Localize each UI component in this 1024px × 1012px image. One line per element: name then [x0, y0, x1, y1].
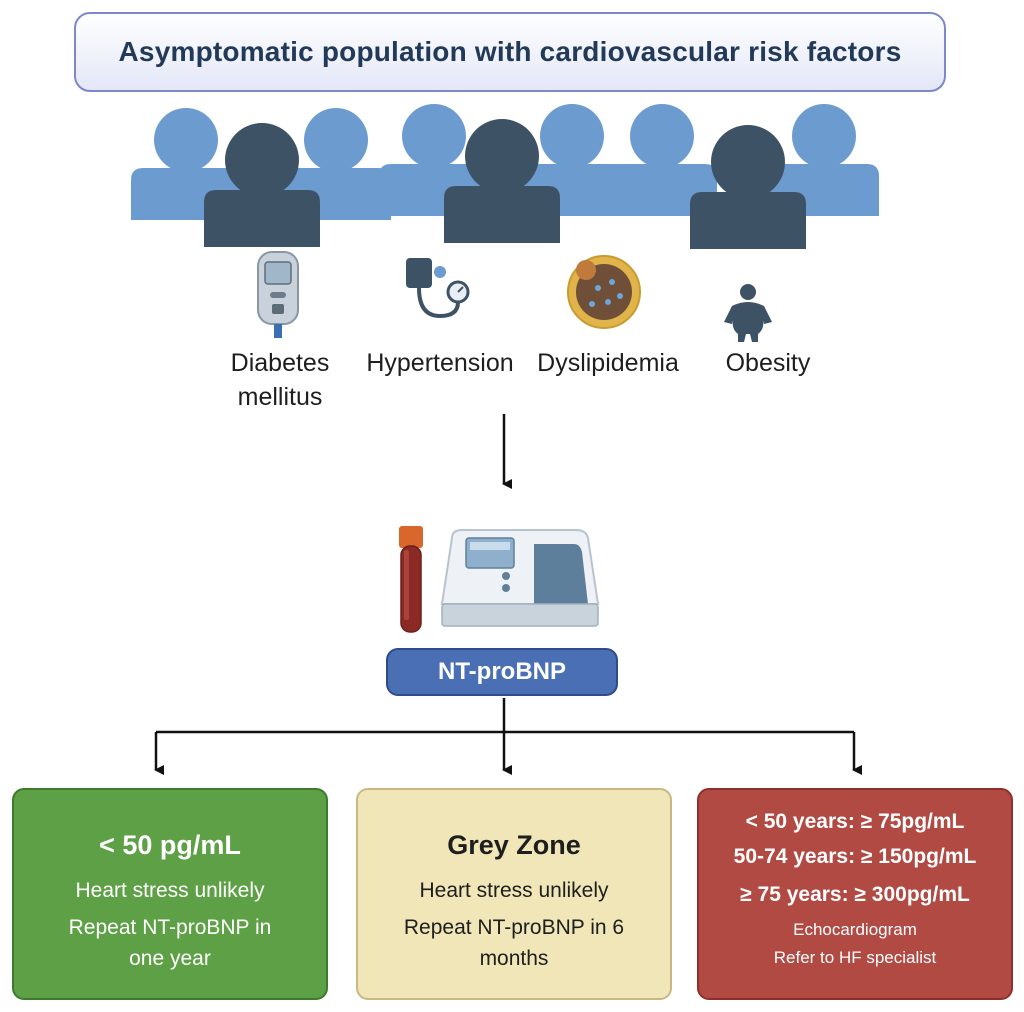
outcome-box-low: < 50 pg/mL Heart stress unlikely Repeat …	[12, 788, 328, 1000]
lipoprotein-particle-icon	[567, 255, 641, 329]
outcome-box-high: < 50 years: ≥ 75pg/mL 50-74 years: ≥ 150…	[697, 788, 1013, 1000]
diagram-title: Asymptomatic population with cardiovascu…	[118, 36, 902, 67]
risk-label-diabetes-line1: Diabetes	[230, 349, 330, 377]
analyzer-machine-icon	[440, 529, 600, 627]
outcome-box-grey: Grey Zone Heart stress unlikely Repeat N…	[356, 788, 672, 1000]
outcome-grey-line3: months	[479, 947, 549, 970]
obese-person-icon	[724, 284, 772, 342]
blood-tube-icon	[399, 526, 423, 633]
outcome-high-action2: Refer to HF specialist	[773, 948, 937, 967]
risk-label-diabetes-line2: mellitus	[237, 383, 323, 411]
outcome-high-crit2: 50-74 years: ≥ 150pg/mL	[733, 845, 977, 868]
title-box: Asymptomatic population with cardiovascu…	[74, 12, 946, 92]
risk-label-hypertension: Hypertension	[366, 349, 514, 377]
outcome-grey-line1: Heart stress unlikely	[419, 879, 609, 902]
glucometer-icon	[257, 251, 299, 338]
outcome-grey-line2: Repeat NT-proBNP in 6	[403, 916, 625, 939]
risk-label-diabetes: Diabetes mellitus	[210, 346, 350, 414]
risk-label-obesity: Obesity	[725, 349, 811, 377]
outcome-low-line2: Repeat NT-proBNP in	[68, 916, 272, 939]
outcome-low-heading: < 50 pg/mL	[99, 830, 241, 860]
blood-pressure-cuff-icon	[406, 258, 470, 319]
outcome-low-line3: one year	[129, 947, 211, 970]
outcome-high-action1: Echocardiogram	[793, 920, 917, 939]
risk-label-dyslipidemia: Dyslipidemia	[537, 349, 679, 377]
outcome-high-crit3: ≥ 75 years: ≥ 300pg/mL	[740, 883, 970, 906]
outcome-low-line1: Heart stress unlikely	[75, 879, 265, 902]
outcome-high-crit1: < 50 years: ≥ 75pg/mL	[745, 810, 965, 833]
outcome-grey-heading: Grey Zone	[447, 830, 581, 860]
nt-probnp-label: NT-proBNP	[386, 648, 618, 696]
